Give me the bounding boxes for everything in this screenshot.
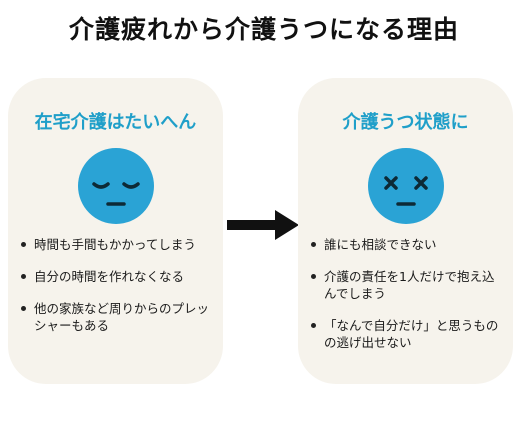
dazed-face-icon [368,148,444,224]
list-item: 自分の時間を作れなくなる [20,268,215,285]
list-item: 他の家族など周りからのプレッシャーもある [20,300,215,334]
card-home-care: 在宅介護はたいへん 時間も手間もかかってしまう 自分の時間を作れなくなる 他の家… [8,78,223,384]
depression-list: 誰にも相談できない 介護の責任を1人だけで抱え込んでしまう 「なんで自分だけ」と… [310,236,505,366]
tired-face-icon [78,148,154,224]
card-heading-home-care: 在宅介護はたいへん [34,112,197,133]
list-item: 介護の責任を1人だけで抱え込んでしまう [310,268,505,302]
list-item: 誰にも相談できない [310,236,505,253]
list-item: 「なんで自分だけ」と思うものの逃げ出せない [310,317,505,351]
list-item: 時間も手間もかかってしまう [20,236,215,253]
card-heading-depression: 介護うつ状態に [342,112,469,133]
right-arrow-icon [227,210,299,240]
home-care-list: 時間も手間もかかってしまう 自分の時間を作れなくなる 他の家族など周りからのプレ… [20,236,215,349]
page-title: 介護疲れから介護うつになる理由 [68,15,459,44]
card-depression: 介護うつ状態に 誰にも相談できない 介護の責任を1人だけで抱え込んでしまう 「な… [298,78,513,384]
